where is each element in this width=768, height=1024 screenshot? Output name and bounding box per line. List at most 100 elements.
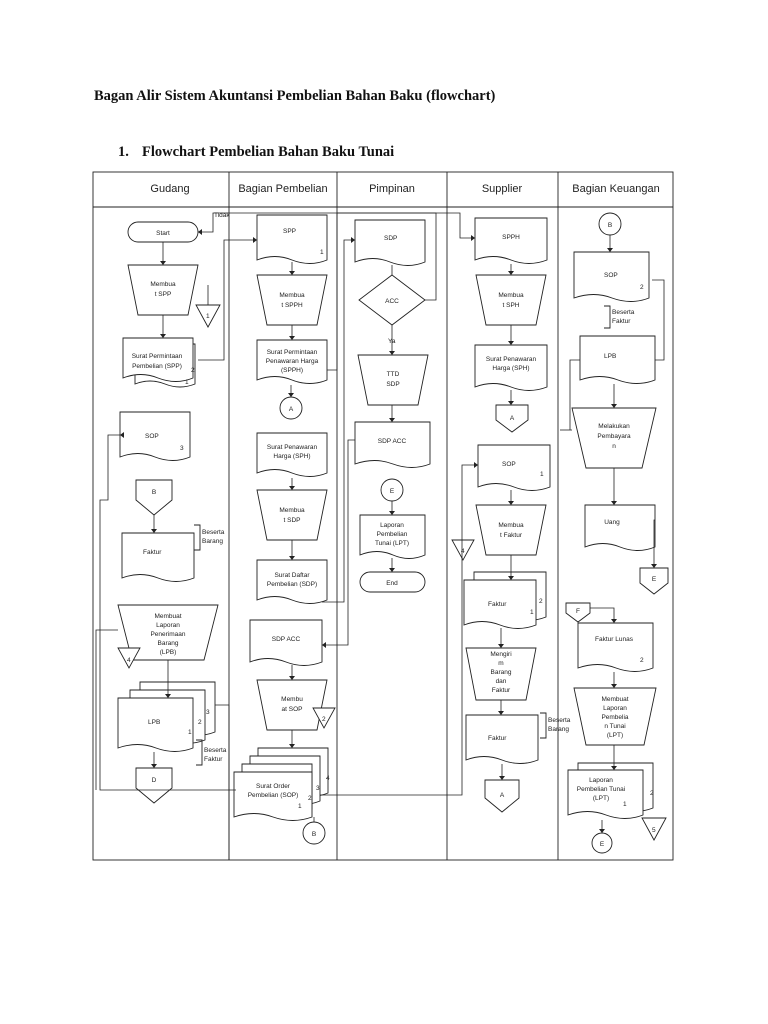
doc-spp — [122, 337, 194, 382]
beserta-faktur-keuangan-1: Beserta — [612, 309, 635, 316]
offpage-a2-supplier — [484, 779, 520, 813]
mengirim-4: dan — [496, 678, 507, 685]
lpb-keuangan-label: LPB — [604, 353, 616, 360]
sop-gudang-copy: 3 — [180, 445, 184, 452]
doc-faktur-kirim — [465, 714, 539, 764]
lpt-keuangan-1: Laporan — [589, 777, 613, 784]
doc-faktur-gudang — [121, 532, 195, 582]
offpage-e-keuangan-label: E — [652, 576, 657, 583]
lpb-copy-3: 3 — [206, 709, 210, 716]
sph-supplier-2: Harga (SPH) — [492, 365, 529, 372]
faktur-supplier-copy-2: 2 — [539, 598, 543, 605]
lpb-doc-label: LPB — [148, 719, 160, 726]
note-bracket-faktur-keuangan — [604, 305, 611, 329]
membuat-spph-1: Membua — [279, 292, 305, 299]
archive-4-supplier — [451, 539, 475, 561]
section-title-text: Flowchart Pembelian Bahan Baku Tunai — [142, 144, 395, 160]
membuat-sop-1: Membu — [281, 696, 303, 703]
faktur-lunas-label: Faktur Lunas — [595, 636, 634, 643]
sop-pembelian-2: Pembelian (SOP) — [248, 792, 299, 799]
offpage-a-supplier — [495, 404, 529, 433]
sop-copy-4: 4 — [326, 775, 330, 782]
note-bracket-barang-supplier — [540, 712, 547, 739]
beserta-barang-2: Barang — [202, 538, 223, 545]
beserta-faktur-gudang-1: Beserta — [204, 747, 227, 754]
lane-gudang: Gudang — [150, 183, 189, 195]
lpt-pimpinan-1: Laporan — [380, 522, 404, 529]
membuat-lpb-3: Penerimaan — [150, 631, 185, 638]
membuat-lpt-1: Membuat — [601, 696, 628, 703]
spp-doc-label-1: Surat Permintaan — [132, 353, 183, 360]
membuat-lpt-3: Pembelia — [601, 714, 628, 721]
faktur-supplier-label: Faktur — [488, 601, 507, 608]
beserta-barang-supplier-2: Barang — [548, 726, 569, 733]
membuat-lpb-5: (LPB) — [160, 649, 177, 656]
mengirim-5: Faktur — [492, 687, 511, 694]
sop-keuangan-label: SOP — [604, 272, 618, 279]
membuat-lpt-5: (LPT) — [607, 732, 623, 739]
membuat-lpb-2: Laporan — [156, 622, 180, 629]
spp-copy-1: 1 — [185, 379, 189, 386]
sop-pembelian-1: Surat Order — [256, 783, 291, 790]
mengirim-3: Barang — [491, 669, 512, 676]
membuat-sop-2: at SOP — [282, 706, 303, 713]
archive-5-label: 5 — [652, 827, 656, 834]
faktur-kirim-label: Faktur — [488, 735, 507, 742]
spph-label-2: Penawaran Harga — [266, 358, 319, 365]
lpb-copy-1: 1 — [188, 729, 192, 736]
lane-supplier: Supplier — [482, 183, 523, 195]
membuat-lpb-1: Membuat — [154, 613, 181, 620]
faktur-lunas-copy: 2 — [640, 657, 644, 664]
archive-4-gudang — [117, 647, 141, 669]
archive-4-gudang-label: 4 — [127, 657, 131, 664]
beserta-barang-supplier-1: Beserta — [548, 717, 571, 724]
sop-gudang-label: SOP — [145, 433, 159, 440]
sph-pembelian-2: Harga (SPH) — [273, 453, 310, 460]
doc-sop-pembelian — [233, 771, 313, 821]
doc-faktur-supplier — [463, 579, 537, 629]
doc-spph-pembelian — [256, 339, 328, 384]
connector-e-keuangan-label: E — [600, 841, 605, 848]
spp-pembelian-copy: 1 — [320, 249, 324, 256]
doc-sph-pembelian — [256, 432, 328, 477]
melakukan-2: Pembayara — [597, 433, 631, 440]
offpage-b-gudang-label: B — [152, 489, 156, 496]
offpage-d-label: D — [152, 777, 157, 784]
membuat-faktur-1: Membua — [498, 522, 524, 529]
doc-lpt-pimpinan — [359, 514, 426, 559]
manual-op-membuat-faktur — [475, 504, 547, 556]
doc-sop-keuangan — [573, 251, 650, 302]
lane-pembelian: Bagian Pembelian — [238, 183, 327, 195]
sdp-pembelian-1: Surat Daftar — [274, 572, 310, 579]
manual-op-membuat-sph — [475, 274, 547, 326]
doc-sdp-acc-pimpinan — [354, 421, 431, 468]
faktur-supplier-copy-1: 1 — [530, 609, 534, 616]
beserta-faktur-gudang-2: Faktur — [204, 756, 223, 763]
doc-sop-supplier — [477, 444, 551, 491]
archive-2-pembelian — [312, 707, 336, 729]
archive-5-keuangan — [641, 817, 667, 841]
manual-op-membuat-spph — [256, 274, 328, 326]
section-number: 1. — [118, 144, 129, 160]
spp-doc-label-2: Pembelian (SPP) — [132, 363, 182, 370]
connector-e-pimpinan-label: E — [390, 488, 395, 495]
doc-spph-supplier — [474, 217, 548, 264]
melakukan-1: Melakukan — [598, 423, 630, 430]
ttd-sdp-1: TTD — [387, 371, 400, 378]
end-label: End — [386, 580, 398, 587]
membuat-spph-2: t SPPH — [281, 302, 303, 309]
membuat-spp-label-1: Membua — [150, 281, 176, 288]
uang-label: Uang — [604, 519, 620, 526]
membuat-sph-2: t SPH — [503, 302, 520, 309]
offpage-a-supplier-label: A — [510, 415, 515, 422]
membuat-faktur-2: t Faktur — [500, 532, 523, 539]
lpt-keuangan-copy-1: 1 — [623, 801, 627, 808]
offpage-f-label: F — [576, 608, 580, 615]
manual-op-melakukan-pembayaran — [571, 407, 657, 469]
lpt-pimpinan-3: Tunai (LPT) — [375, 540, 409, 547]
offpage-d — [135, 767, 173, 804]
membuat-lpt-4: n Tunai — [604, 723, 625, 730]
sdp-acc-pimpinan-label: SDP ACC — [378, 438, 407, 445]
membuat-sdp-1: Membua — [279, 507, 305, 514]
